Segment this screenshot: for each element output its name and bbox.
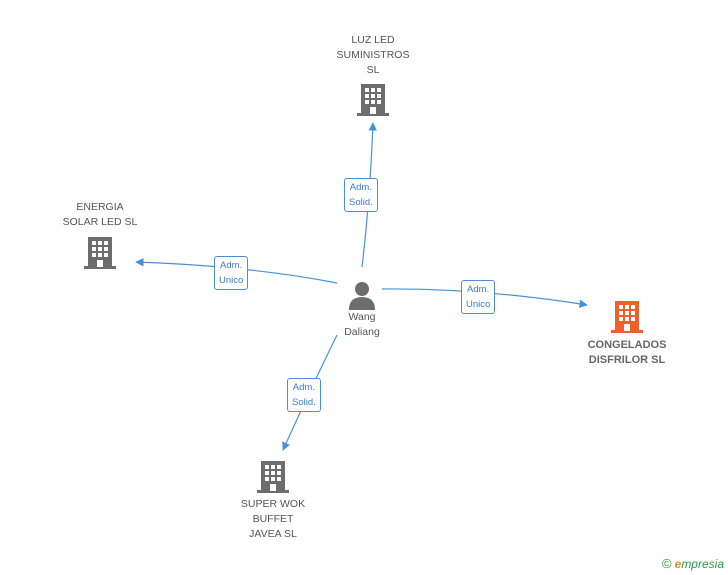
edge-label-luz[interactable]: Adm. Solid. (344, 178, 378, 212)
person-node-wang-daliang[interactable]: Wang Daliang (328, 280, 396, 340)
person-icon (349, 282, 375, 310)
edge-label-superwok[interactable]: Adm. Solid. (287, 378, 321, 412)
company-node-super-wok[interactable]: SUPER WOK BUFFET JAVEA SL (223, 459, 323, 542)
brand-name: mpresia (681, 557, 724, 571)
building-icon-highlighted (611, 301, 643, 333)
company-name: SUPER WOK BUFFET JAVEA SL (240, 498, 306, 540)
copyright-symbol: © (662, 556, 672, 571)
building-icon (357, 84, 389, 116)
company-node-congelados[interactable]: CONGELADOS DISFRILOR SL (571, 299, 683, 368)
edge-label-congelados[interactable]: Adm. Unico (461, 280, 496, 314)
company-name: CONGELADOS DISFRILOR SL (587, 339, 667, 366)
building-icon (84, 237, 116, 269)
company-node-energia-solar[interactable]: ENERGIA SOLAR LED SL (50, 200, 150, 269)
company-node-luz-led[interactable]: LUZ LED SUMINISTROS SL (323, 33, 423, 116)
company-name: ENERGIA SOLAR LED SL (62, 201, 138, 228)
company-name: LUZ LED SUMINISTROS SL (336, 34, 410, 76)
empresia-watermark: ©empresia (662, 556, 724, 571)
edge-label-energia[interactable]: Adm. Unico (214, 256, 249, 290)
building-icon (257, 461, 289, 493)
brand-e: e (674, 557, 682, 571)
person-name: Wang Daliang (344, 311, 380, 338)
